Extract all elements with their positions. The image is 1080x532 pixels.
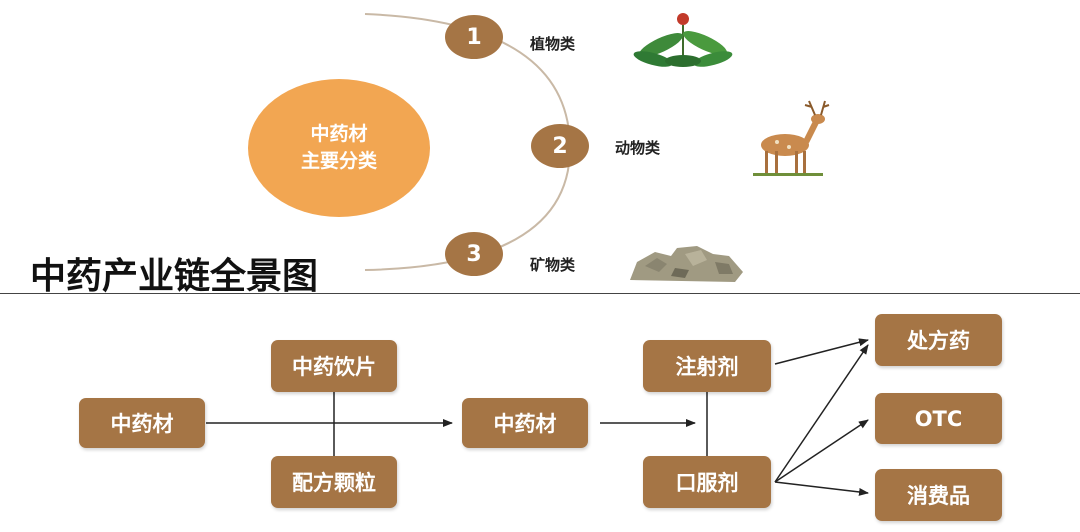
category-number-2: 2: [531, 124, 589, 168]
category-label-plant: 植物类: [530, 35, 576, 53]
category-number-3: 3: [445, 232, 503, 276]
node-injection: 注射剂: [643, 340, 771, 392]
node-consumer-goods: 消费品: [875, 469, 1002, 521]
category-label-animal: 动物类: [615, 139, 661, 157]
node-decoction-pieces: 中药饮片: [271, 340, 397, 392]
center-category-circle: 中药材 主要分类: [248, 79, 430, 217]
arrow-oral-to-otc: [774, 419, 869, 483]
node-raw-herbs: 中药材: [79, 398, 205, 448]
classification-diagram: [364, 13, 830, 282]
arrow-injection-to-prescription: [774, 338, 869, 365]
section-divider: [0, 293, 1080, 294]
plant-illustration: [633, 13, 733, 67]
page-heading: 中药产业链全景图: [30, 256, 319, 293]
center-line-2: 主要分类: [300, 150, 377, 172]
center-line-1: 中药材: [310, 123, 368, 145]
mineral-illustration: [630, 246, 743, 282]
node-herbs: 中药材: [462, 398, 588, 448]
arrow-oral-to-prescription: [774, 344, 869, 483]
category-label-mineral: 矿物类: [530, 256, 576, 274]
arrow-oral-to-consumer: [774, 481, 869, 496]
deer-illustration: [753, 100, 830, 176]
category-number-1: 1: [445, 15, 503, 59]
node-oral-dosage: 口服剂: [643, 456, 771, 508]
node-otc: OTC: [875, 393, 1002, 444]
node-prescription-drugs: 处方药: [875, 314, 1002, 366]
node-formula-granules: 配方颗粒: [271, 456, 397, 508]
